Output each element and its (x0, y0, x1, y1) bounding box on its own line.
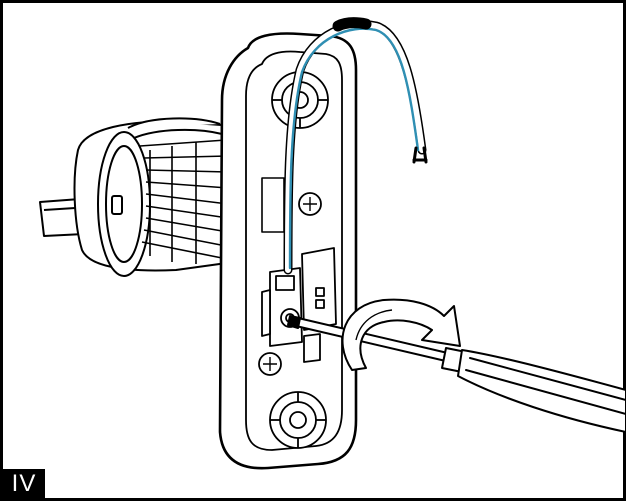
cable-blue-wire (288, 27, 420, 270)
motor-fins (139, 139, 229, 264)
top-screw-boss (271, 71, 329, 129)
screwdriver (287, 315, 626, 433)
motor-unit (39, 117, 237, 277)
step-number-badge: IV (3, 469, 45, 499)
lower-screw (258, 352, 282, 376)
connector (301, 247, 337, 363)
upper-screw (298, 192, 322, 216)
bottom-screw-boss (269, 391, 327, 449)
cable (283, 17, 428, 275)
clockwise-arrow-icon (341, 298, 461, 371)
